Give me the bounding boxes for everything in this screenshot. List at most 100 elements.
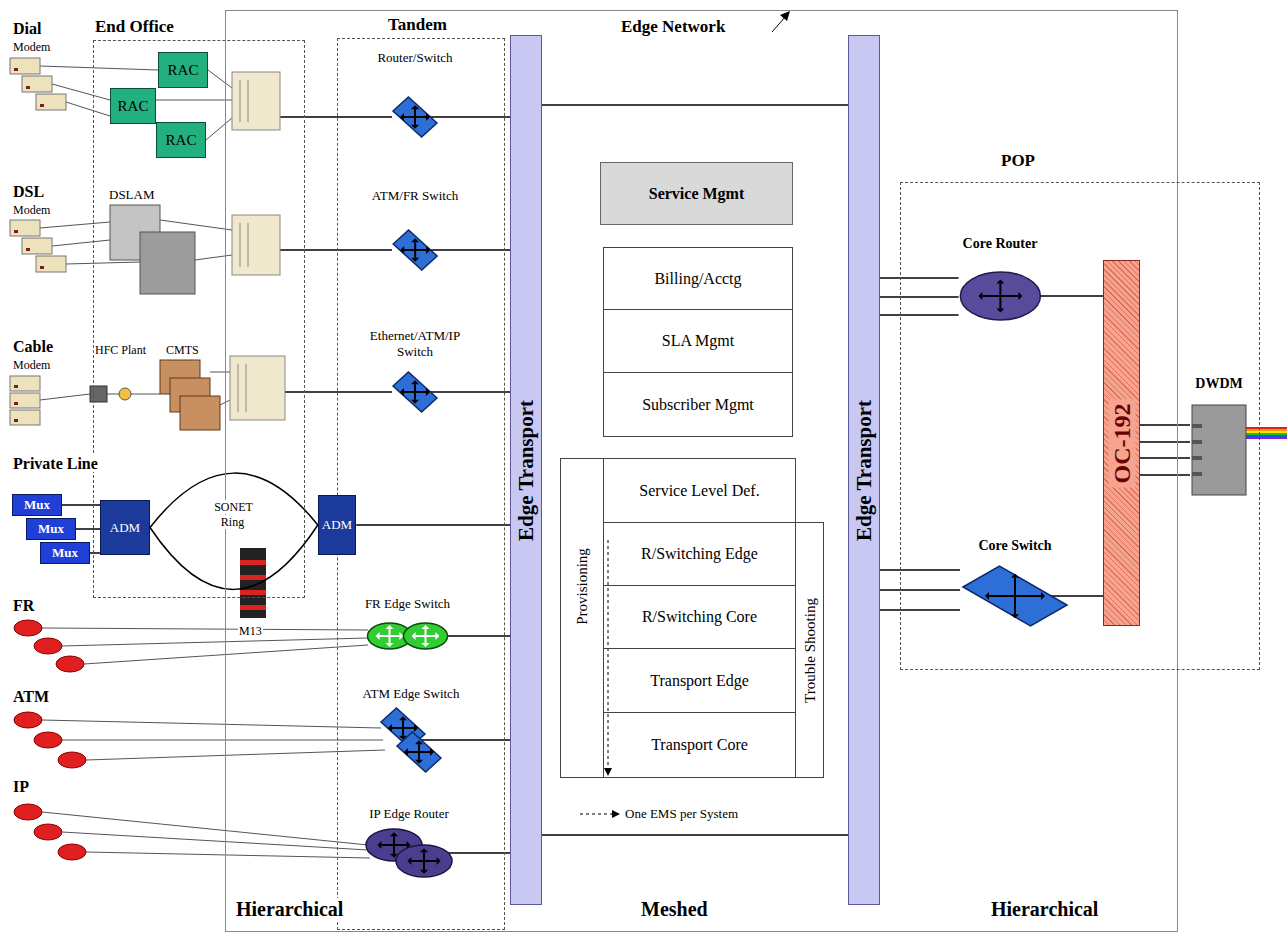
text-label: Dial <box>12 20 42 37</box>
box-label: ADM <box>322 517 352 533</box>
box-label: Billing/Acctg <box>654 270 741 288</box>
device-label: DWDM <box>1195 376 1242 391</box>
connector <box>90 552 100 554</box>
device-node: Core Router <box>959 236 1042 332</box>
label-wrap: DSLAM <box>108 187 156 203</box>
m13-mux <box>240 548 266 618</box>
text-label: DSL <box>12 183 45 200</box>
adm-box: ADM <box>318 495 356 555</box>
text-label: Cable <box>12 338 54 355</box>
transport-bar: Edge Transport <box>848 35 880 905</box>
connector <box>880 314 959 316</box>
region-heading: End Office <box>95 17 174 36</box>
oc192-box: OC-192 <box>1103 260 1140 626</box>
label-wrap: DSL <box>12 183 45 201</box>
text-label: IP <box>12 778 30 795</box>
box-label: R/Switching Edge <box>641 545 758 563</box>
label-wrap: FR Edge Switch <box>335 596 480 612</box>
heading-wrap: Tandem <box>388 15 447 35</box>
text-label: Hierarchical <box>990 898 1099 920</box>
region-box: POPCore RouterCore SwitchOC-192DWDM <box>900 182 1260 670</box>
device-node: ATM/FR Switch <box>368 188 462 278</box>
access-servers <box>230 72 285 420</box>
connector <box>542 834 848 836</box>
connector <box>480 739 510 741</box>
label-wrap: Core Router <box>959 236 1042 252</box>
connector <box>880 609 960 611</box>
connector <box>1070 595 1103 597</box>
text-label: Modem <box>12 358 51 372</box>
rac-box: RAC <box>158 52 208 88</box>
device-node: Router/Switch <box>370 50 460 145</box>
bar-label: Edge Transport <box>514 400 539 541</box>
label-wrap: Dial <box>12 20 42 38</box>
region-box: TandemRouter/SwitchATM/FR SwitchEthernet… <box>337 38 505 930</box>
text-label: CMTS <box>165 343 200 357</box>
text-label: Private Line <box>12 455 99 472</box>
label-wrap: Router/Switch <box>370 50 460 66</box>
rac-box: RAC <box>156 122 206 158</box>
box-label: Subscriber Mgmt <box>642 396 754 414</box>
text-label: HFC Plant <box>94 343 147 357</box>
connector <box>76 528 100 530</box>
box-label: RAC <box>166 132 197 149</box>
text-label: M13 <box>238 624 263 638</box>
box-label: RAC <box>168 62 199 79</box>
label-wrap: ATM/FR Switch <box>368 188 462 204</box>
device-label: Core Router <box>963 236 1038 251</box>
device-label: ATM/FR Switch <box>372 188 458 203</box>
provisioning-arrow <box>604 540 612 776</box>
label-wrap: IP <box>12 778 30 796</box>
network-region: Edge NetworkTandemRouter/SwitchATM/FR Sw… <box>225 10 1178 932</box>
cmts-boxes <box>160 360 220 430</box>
connector <box>1140 474 1190 476</box>
service-box: Service Mgmt <box>600 162 793 225</box>
connector <box>880 296 959 298</box>
mux-box: Mux <box>26 518 76 540</box>
adm-box: ADM <box>100 500 150 555</box>
label-wrap: FR <box>12 597 35 615</box>
function-box: R/Switching Core <box>603 585 796 649</box>
device-node: Ethernet/ATM/IP Switch <box>362 328 468 420</box>
box-label: ADM <box>110 520 140 536</box>
function-box: SLA Mgmt <box>603 309 793 373</box>
connector <box>1140 441 1190 443</box>
label-wrap: ATM Edge Switch <box>342 686 480 702</box>
text-label: Modem <box>12 203 51 217</box>
bar-label: OC-192 <box>1108 399 1135 487</box>
bar-label: Edge Transport <box>852 400 877 541</box>
function-box: Service Level Def. <box>603 458 796 523</box>
label-wrap: Ethernet/ATM/IP Switch <box>362 328 468 360</box>
connector <box>356 524 510 526</box>
box-label: Transport Core <box>651 736 748 754</box>
device-node: Core Switch <box>960 538 1070 628</box>
mux-box: Mux <box>40 542 90 564</box>
device-node: DWDM <box>1190 376 1248 498</box>
connector <box>542 104 848 106</box>
label-wrap: M13 <box>238 624 263 639</box>
function-box: R/Switching Edge <box>603 522 796 586</box>
rac-box: RAC <box>110 88 156 124</box>
function-box: Subscriber Mgmt <box>603 372 793 437</box>
function-box: Transport Edge <box>603 648 796 713</box>
legend-row: One EMS per System <box>578 806 738 822</box>
hfc-splitter <box>119 388 131 400</box>
device-node: ATM Edge Switch <box>342 686 480 780</box>
text-label: DSLAM <box>108 187 156 202</box>
connector <box>462 249 510 251</box>
connector <box>880 277 959 279</box>
text-label: Modem <box>12 40 51 54</box>
modems <box>10 58 66 425</box>
box-label: Service Level Def. <box>639 482 759 500</box>
connector <box>460 116 510 118</box>
connector <box>62 504 100 506</box>
box-label: R/Switching Core <box>642 608 757 626</box>
label-wrap: SONET Ring <box>206 500 260 530</box>
label-wrap: Modem <box>12 203 51 218</box>
text-label: FR <box>12 597 35 614</box>
label-wrap: Hierarchical <box>235 898 344 921</box>
text-label: ATM <box>12 688 50 705</box>
region-heading: POP <box>1001 151 1035 170</box>
heading-wrap: End Office <box>95 17 174 37</box>
